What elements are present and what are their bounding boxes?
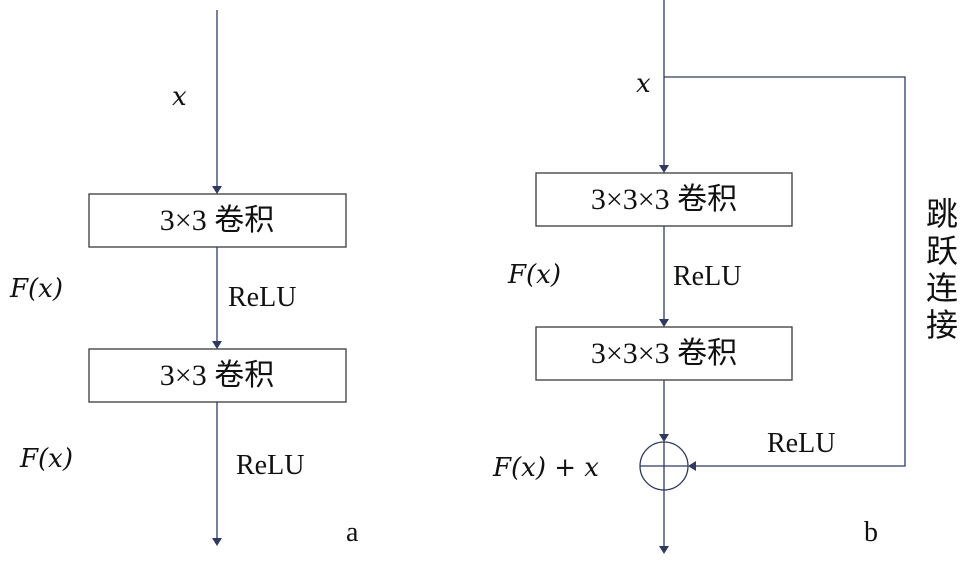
a-relu-label-1: ReLU	[228, 282, 296, 313]
b-skip-char-4: 接	[926, 307, 958, 343]
a-middle-arrowhead	[212, 341, 222, 349]
a-input-label: x	[172, 82, 187, 112]
a-output-arrowhead	[212, 538, 222, 546]
b-input-arrowhead	[659, 165, 669, 173]
b-skip-char-3: 连	[926, 270, 958, 306]
b-panel-label: b	[864, 517, 878, 548]
a-panel-label: a	[346, 517, 359, 548]
b-input-label: x	[636, 69, 651, 99]
a-conv2-label: 3×3 卷积	[160, 359, 274, 392]
a-relu-label-2: ReLU	[236, 450, 304, 481]
b-conv1-box	[535, 172, 793, 227]
b-sum-label: F(x) + x	[492, 453, 599, 483]
b-conv1-label: 3×3×3 卷积	[591, 183, 737, 216]
b-fx-label: F(x)	[507, 260, 561, 290]
a-conv2-box	[88, 348, 347, 403]
b-skip-char-1: 跳	[926, 196, 958, 232]
b-skip-connection-line	[664, 76, 906, 467]
a-fx-label-1: F(x)	[9, 274, 63, 304]
b-conv2-box	[535, 326, 793, 381]
b-relu-label-1: ReLU	[673, 261, 741, 292]
a-input-arrowhead	[212, 186, 222, 194]
b-skip-arrowhead	[688, 461, 696, 471]
diagram-a: x 3×3 卷积 F(x) ReLU 3×3 卷积 F(x) ReLU a	[9, 10, 359, 548]
b-to-sum-arrowhead	[659, 434, 669, 442]
b-conv2-label: 3×3×3 卷积	[591, 337, 737, 370]
b-skip-char-2: 跃	[926, 233, 958, 269]
diagram-b: x 3×3×3 卷积 F(x) ReLU 3×3×3 卷积 F(x) + x R…	[492, 0, 958, 554]
b-relu-label-2: ReLU	[767, 428, 835, 459]
b-output-arrowhead	[659, 546, 669, 554]
a-conv1-label: 3×3 卷积	[160, 204, 274, 237]
a-fx-label-2: F(x)	[19, 444, 73, 474]
b-middle-arrowhead	[659, 319, 669, 327]
b-skip-label: 跳 跃 连 接	[926, 196, 958, 343]
